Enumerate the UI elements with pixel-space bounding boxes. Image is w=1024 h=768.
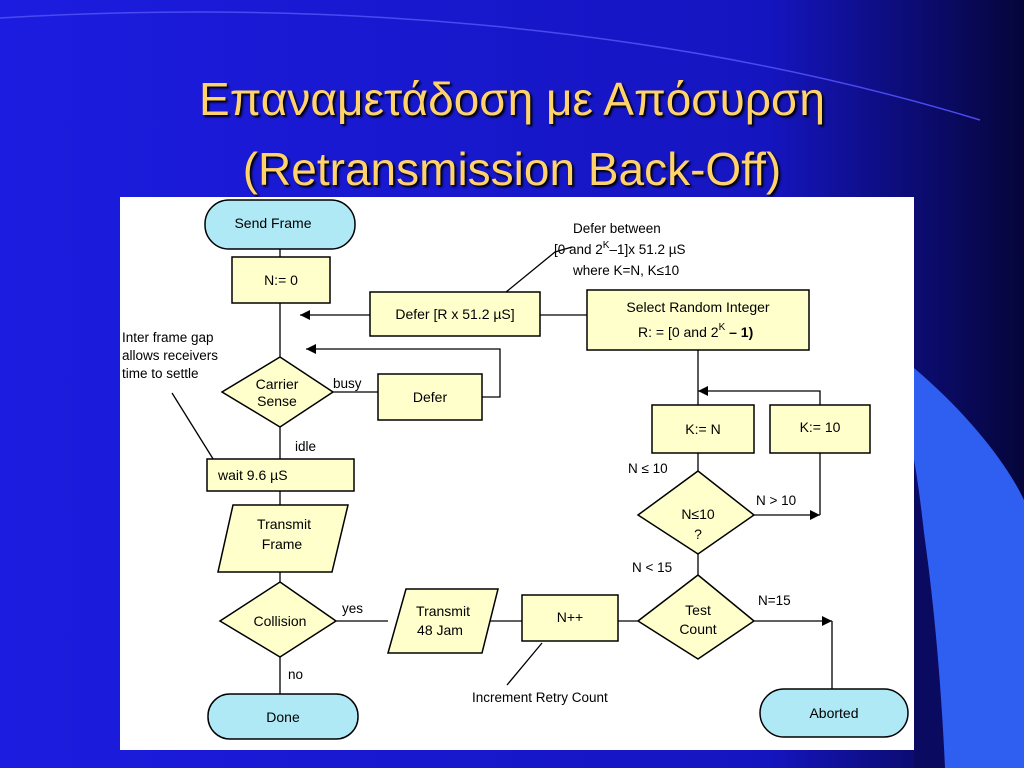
edge-leader-increment [506,642,543,686]
k-equals-10-box: K:= 10 [769,404,871,454]
svg-text:K:= N: K:= N [685,421,720,437]
aborted-terminal: Aborted [759,688,909,738]
collision-decision: Collision [218,581,338,658]
svg-text:Defer: Defer [413,389,448,405]
n-increment-box: N++ [521,594,619,642]
flow-edges [171,246,833,694]
svg-text:Carrier: Carrier [256,376,299,392]
svg-text:N++: N++ [557,609,583,625]
label-n-le-10: N ≤ 10 [628,461,668,476]
svg-text:Defer [R x 51.2 µS]: Defer [R x 51.2 µS] [395,306,514,322]
done-terminal: Done [207,693,359,740]
top-arc [0,11,981,121]
svg-text:Frame: Frame [262,536,303,552]
n-le-10-decision: N≤10 ? [636,470,756,555]
svg-text:Send Frame: Send Frame [234,215,311,231]
annotation-increment: Increment Retry Count [472,690,608,705]
svg-text:48 Jam: 48 Jam [417,622,463,638]
annotation-ifg-1: Inter frame gap [122,330,214,345]
label-no: no [288,667,303,682]
select-random-box: Select Random Integer R: = [0 and 2K – 1… [586,289,810,351]
transmit-jam-parallelogram: Transmit 48 Jam [387,588,499,654]
wait-box: wait 9.6 µS [206,458,355,492]
label-n-eq-15: N=15 [758,593,791,608]
send-frame-terminal: Send Frame [204,199,356,250]
label-yes: yes [342,601,363,616]
annotation-ifg-2: allows receivers [122,348,218,363]
annotation-defer-between-3: where K=N, K≤10 [572,263,679,278]
svg-text:Done: Done [266,709,300,725]
label-n-lt-15: N < 15 [632,560,672,575]
test-count-decision: Test Count [636,574,756,660]
retransmission-flowchart: Send Frame N:= 0 Defer [R x 51.2 µS] Sel… [122,199,909,740]
slide-title-greek: Επαναμετάδοση με Απόσυρση [199,73,825,125]
edge-k10-merge [698,386,821,405]
label-n-gt-10: N > 10 [756,493,796,508]
corner-swoosh [914,368,1024,768]
defer-box: Defer [377,373,483,421]
defer-rx-box: Defer [R x 51.2 µS] [369,291,541,337]
svg-text:K:= 10: K:= 10 [800,419,841,435]
edge-labels: busy idle yes no N ≤ 10 N > 10 N < 15 N=… [288,376,796,682]
svg-text:Aborted: Aborted [809,705,858,721]
k-equals-n-box: K:= N [651,404,755,454]
svg-text:wait 9.6 µS: wait 9.6 µS [217,467,288,483]
label-idle: idle [295,439,316,454]
edge-defer-loop [306,344,501,398]
label-busy: busy [333,376,362,391]
svg-text:Sense: Sense [257,393,297,409]
annotation-ifg-3: time to settle [122,366,199,381]
n-zero-box: N:= 0 [231,256,331,304]
carrier-sense-decision: Carrier Sense [220,356,335,428]
svg-text:?: ? [694,526,702,542]
svg-text:Test: Test [685,602,711,618]
transmit-frame-parallelogram: Transmit Frame [217,504,349,573]
svg-text:Select Random Integer: Select Random Integer [626,299,770,315]
select-random-formula: R: = [0 and 2K – 1) [638,322,753,340]
edge-leader-ifg [171,392,216,463]
flowchart-panel: Send Frame N:= 0 Defer [R x 51.2 µS] Sel… [120,197,914,750]
annotation-defer-between-2: [0 and 2K–1]x 51.2 µS [554,240,686,257]
annotations: Defer between [0 and 2K–1]x 51.2 µS wher… [122,221,686,705]
svg-text:N:= 0: N:= 0 [264,272,298,288]
corner-swoosh-dark [914,470,945,768]
annotation-defer-between-1: Defer between [573,221,661,236]
svg-text:Count: Count [679,621,716,637]
svg-text:Transmit: Transmit [416,603,470,619]
edge-leader-defer-between [499,246,573,298]
slide-title-english: (Retransmission Back-Off) [242,143,782,195]
svg-text:Collision: Collision [254,613,307,629]
svg-text:Transmit: Transmit [257,516,311,532]
svg-text:N≤10: N≤10 [681,506,715,522]
